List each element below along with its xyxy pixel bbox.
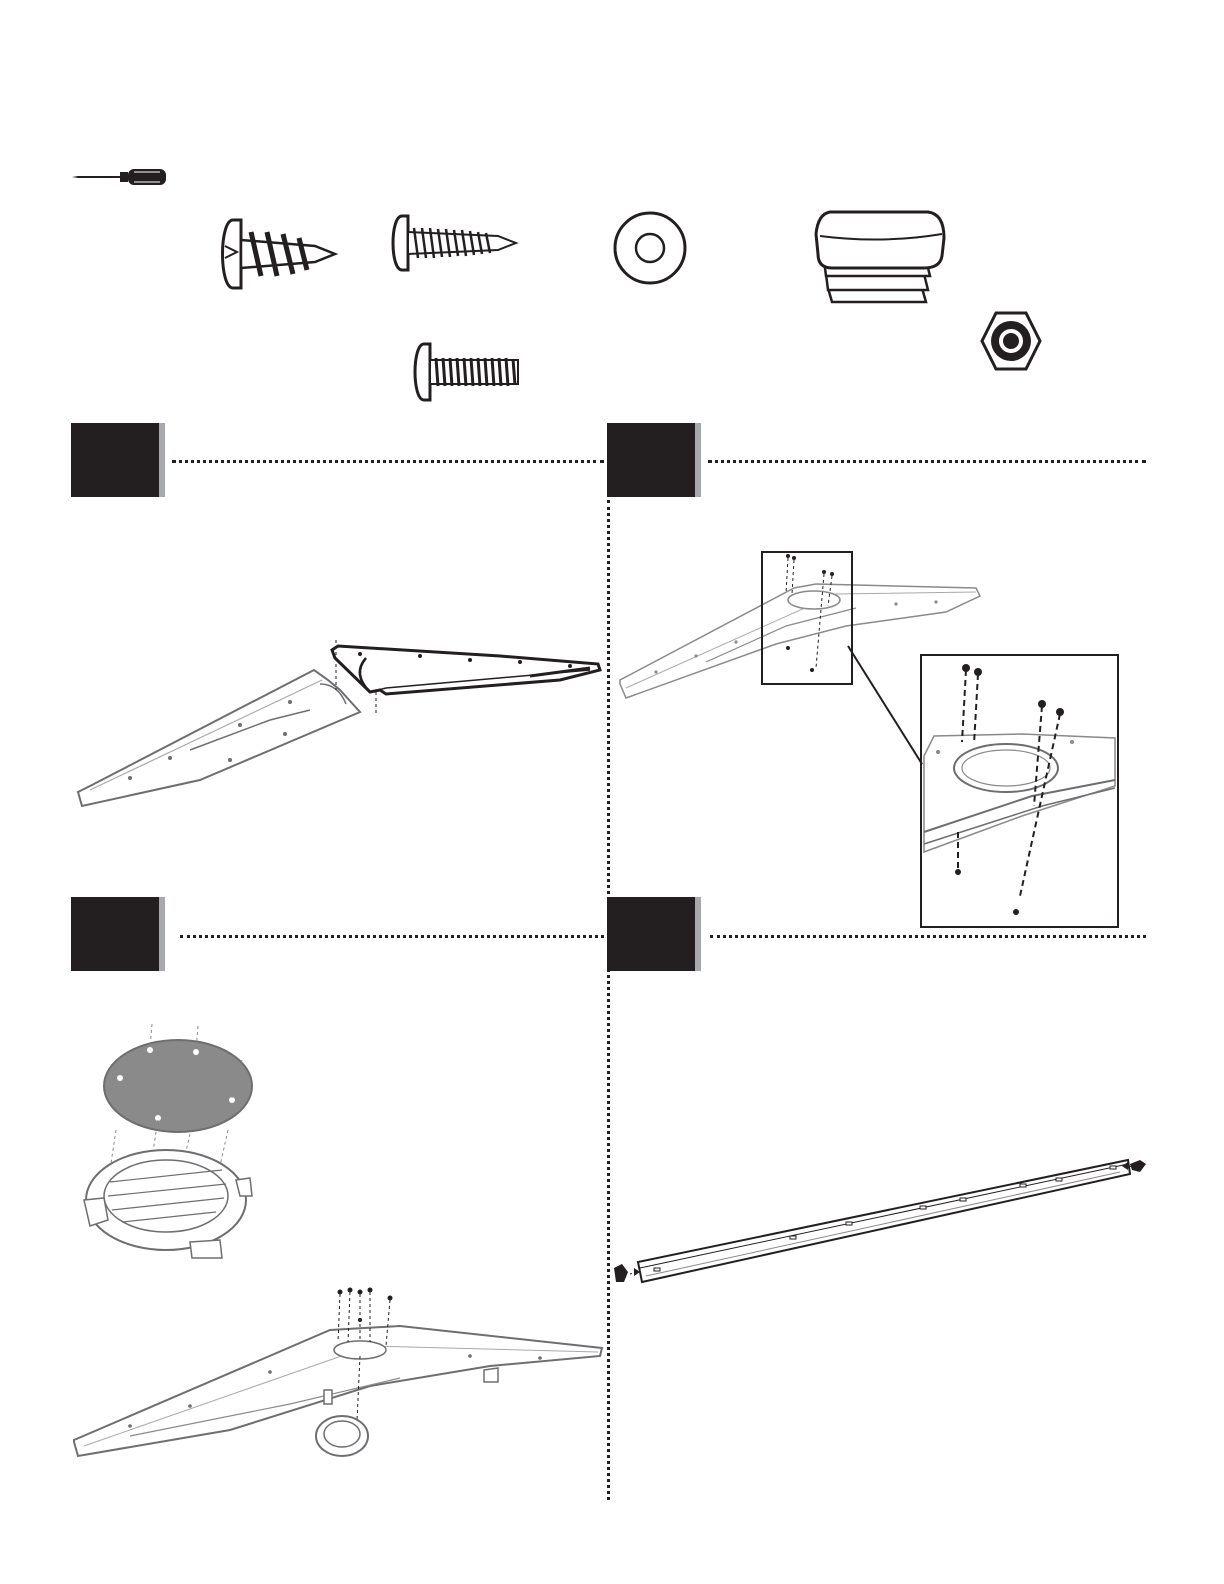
screwdriver-icon	[70, 166, 170, 188]
step-4-badge	[607, 897, 695, 971]
pan-head-machine-screw-icon	[410, 342, 522, 402]
step-1-divider	[172, 460, 604, 463]
pan-head-tapping-screw-large-icon	[215, 218, 340, 290]
step-2-badge	[607, 423, 695, 497]
step-3-badge	[71, 897, 159, 971]
step-4-illustration	[610, 1150, 1150, 1290]
step-4-divider	[710, 935, 1146, 938]
step-1-illustration	[70, 630, 610, 820]
step-2-callout-leader	[846, 646, 926, 766]
step-3-top-illustration	[80, 1020, 260, 1260]
pan-head-tapping-screw-long-icon	[388, 214, 518, 272]
lock-nut-icon	[980, 310, 1042, 372]
step-3-bottom-illustration	[70, 1286, 610, 1476]
step-3-divider	[180, 935, 604, 938]
flat-washer-icon	[612, 210, 688, 286]
square-tube-end-cap-icon	[812, 210, 948, 318]
step-2-callout-frame	[761, 551, 853, 685]
step-1-badge	[71, 423, 159, 497]
step-2-detail-illustration	[922, 656, 1115, 924]
step-2-divider	[708, 460, 1146, 463]
